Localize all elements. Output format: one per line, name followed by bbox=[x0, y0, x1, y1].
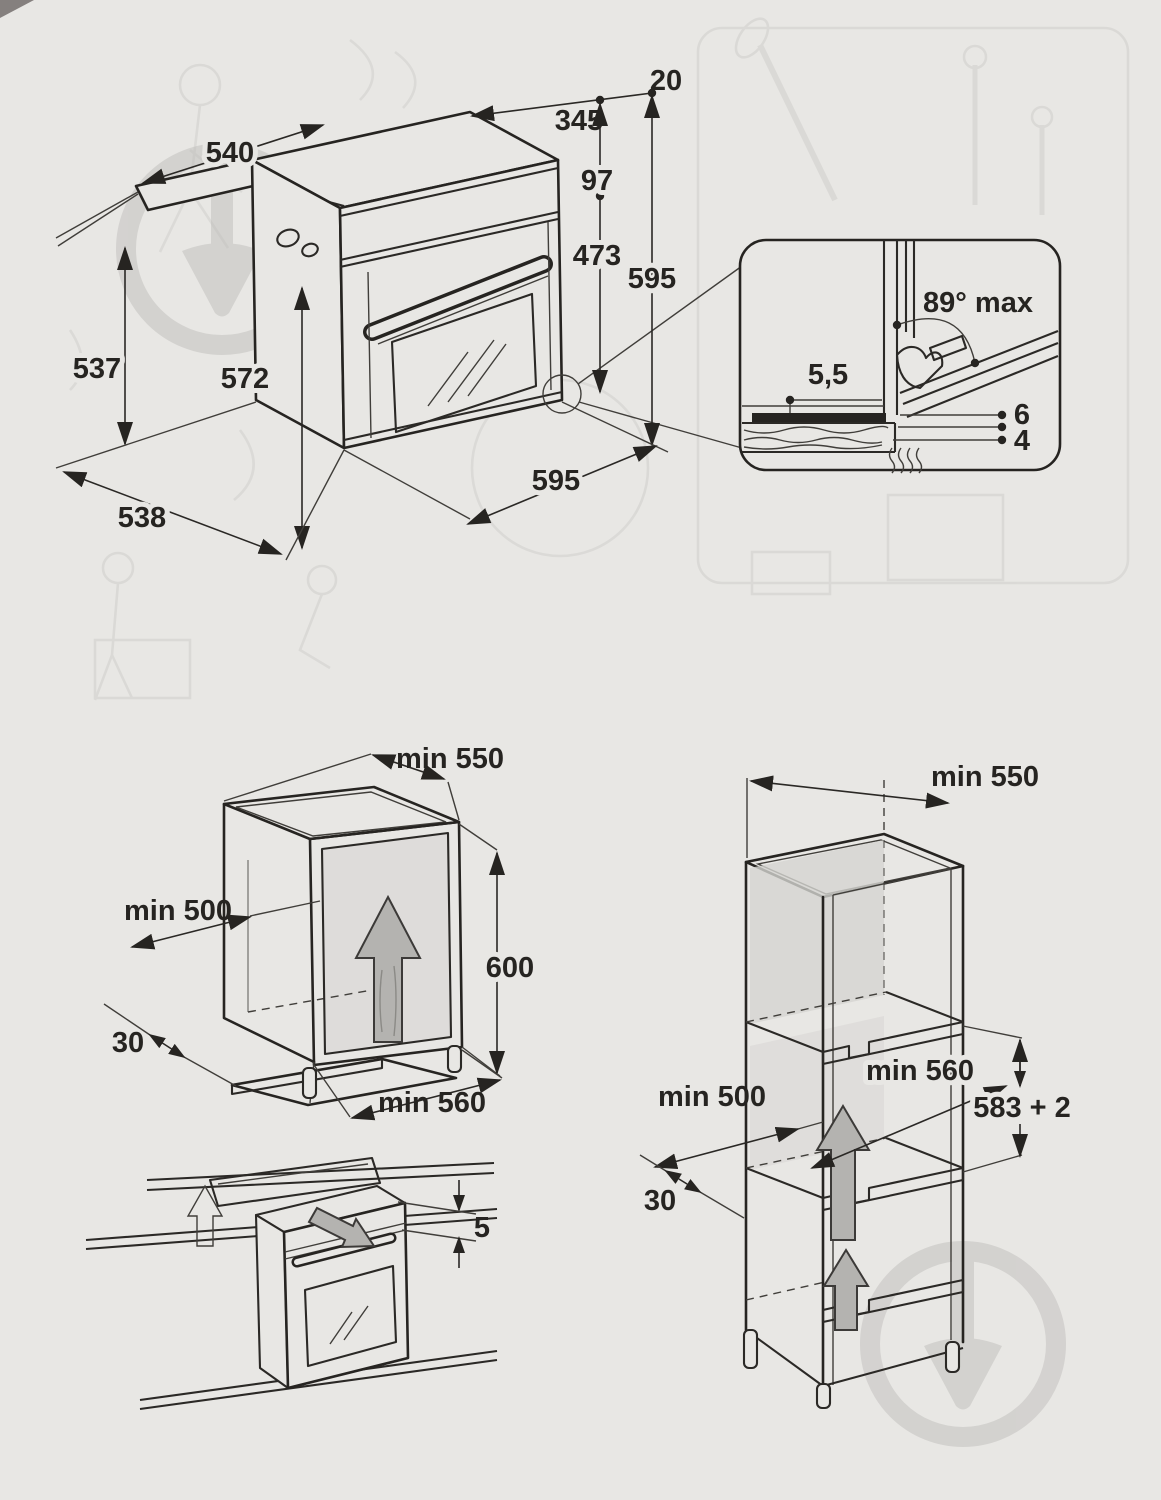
dim-bottom-depth: 538 bbox=[55, 401, 345, 561]
opened-door-section bbox=[895, 330, 1059, 418]
dim-label-595-height: 595 bbox=[628, 263, 676, 295]
dim-label-540: 540 bbox=[206, 137, 254, 169]
airflow-up-arrow bbox=[354, 894, 422, 1043]
dim-label-345: 345 bbox=[555, 105, 603, 137]
dim-label-595-width: 595 bbox=[532, 465, 580, 497]
dim-label-538: 538 bbox=[118, 502, 166, 534]
dim-worktop-gap: 5 bbox=[397, 1180, 490, 1268]
slide-in-oven bbox=[254, 1184, 410, 1390]
dim-label-base-min560: min 560 bbox=[378, 1087, 486, 1119]
dim-label-473: 473 bbox=[573, 240, 621, 272]
oven-side-face bbox=[250, 158, 346, 450]
detail-frame bbox=[738, 238, 1062, 472]
oven-door-handle bbox=[363, 255, 553, 345]
dim-total-height: 595 bbox=[623, 94, 681, 447]
dim-label-base-30: 30 bbox=[112, 1027, 144, 1059]
worktop-insert-diagram: 5 bbox=[85, 1156, 498, 1411]
dim-label-column-30: 30 bbox=[644, 1185, 676, 1217]
oven-knob bbox=[276, 228, 300, 248]
oven-isometric-view: 540 345 20 97 473 595 537 bbox=[55, 65, 743, 561]
door-hinge bbox=[895, 346, 944, 390]
dim-niche-top-depth: min 550 bbox=[223, 743, 504, 821]
oven-window bbox=[303, 1264, 398, 1368]
worktop-front-edge bbox=[146, 1161, 495, 1192]
dim-label-600: 600 bbox=[486, 952, 534, 984]
dim-rear-gaps: 6 4 bbox=[893, 399, 1030, 457]
dim-label-column-min500: min 500 bbox=[658, 1081, 766, 1113]
dim-niche-width: min 560 bbox=[313, 1049, 503, 1121]
dim-front-gap: 5,5 bbox=[785, 359, 882, 413]
oven-knob bbox=[301, 242, 319, 258]
detail-callout-circle bbox=[542, 374, 582, 414]
tall-cabinet-diagram: min 550 min 560 583 + 2 min 500 30 bbox=[639, 761, 1076, 1410]
dim-column-inner-depth: min 500 bbox=[653, 1081, 824, 1170]
column-shelf-upper bbox=[745, 991, 965, 1066]
column-leg bbox=[742, 1328, 759, 1370]
dim-niche-rear-offset: 30 bbox=[103, 1003, 237, 1087]
door-opening-detail: 89° max 5,5 6 4 bbox=[738, 238, 1062, 474]
cabinet-leg bbox=[446, 1044, 463, 1074]
dim-label-97: 97 bbox=[581, 165, 613, 197]
dim-label-column-min560: min 560 bbox=[866, 1055, 974, 1087]
dim-niche-height: 600 bbox=[458, 823, 539, 1077]
dim-top-depth: 540 bbox=[55, 124, 325, 239]
dim-top-width: 345 20 bbox=[470, 65, 682, 137]
control-panel-divider bbox=[339, 210, 559, 269]
cabinet-leg bbox=[301, 1066, 318, 1100]
dim-label-89max: 89° max bbox=[923, 287, 1033, 319]
dim-label-572: 572 bbox=[221, 363, 269, 395]
base-cabinet-niche-diagram: min 550 600 min 500 30 min 560 bbox=[103, 743, 539, 1121]
dim-label-5: 5 bbox=[474, 1212, 490, 1244]
dim-label-column-min550: min 550 bbox=[931, 761, 1039, 793]
slide-direction-arrow bbox=[307, 1206, 376, 1249]
dim-panel-and-door-height: 97 473 bbox=[568, 102, 626, 394]
dim-label-5-5: 5,5 bbox=[808, 359, 848, 391]
dim-label-base-min500: min 500 bbox=[124, 895, 232, 927]
dim-label-base-min550: min 550 bbox=[396, 743, 504, 775]
hob-cutout bbox=[208, 1156, 382, 1208]
dim-label-537: 537 bbox=[73, 353, 121, 385]
dim-label-583-2: 583 + 2 bbox=[973, 1092, 1071, 1124]
ghost-arrow bbox=[186, 1184, 224, 1247]
vent-hatching bbox=[888, 447, 923, 474]
dim-door-angle: 89° max bbox=[892, 287, 1033, 368]
worktop-section bbox=[742, 421, 897, 454]
dim-column-height: 583 + 2 bbox=[962, 1025, 1076, 1173]
dim-label-4: 4 bbox=[1014, 425, 1030, 457]
dim-label-20: 20 bbox=[650, 65, 682, 97]
dim-front-width: 595 bbox=[343, 401, 669, 525]
scan-corner-artifact bbox=[0, 0, 34, 18]
dim-label-6: 6 bbox=[1014, 399, 1030, 431]
dim-inner-height: 572 bbox=[216, 286, 310, 550]
dim-side-height: 537 bbox=[57, 193, 139, 446]
dim-column-width: min 560 bbox=[810, 1050, 1008, 1169]
dim-niche-inner-depth: min 500 bbox=[124, 895, 321, 950]
dim-column-top-depth: min 550 bbox=[746, 761, 1039, 858]
oven-door-window bbox=[390, 292, 538, 434]
dim-column-rear-offset: 30 bbox=[639, 1154, 745, 1219]
oven-bottom-trim bbox=[752, 413, 886, 423]
column-leg bbox=[944, 1340, 961, 1374]
airflow-arrow-lower bbox=[822, 1248, 870, 1331]
column-leg bbox=[815, 1382, 832, 1410]
